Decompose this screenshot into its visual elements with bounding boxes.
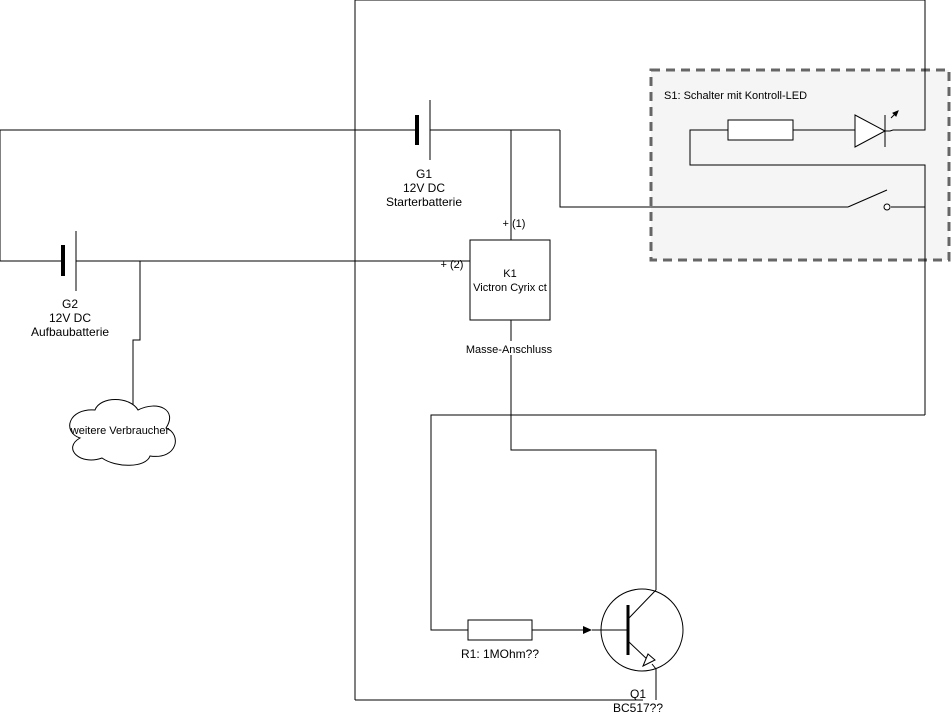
- battery-g2: G2 12V DC Aufbaubatterie: [31, 231, 109, 339]
- switch-icon: [847, 189, 891, 211]
- led-icon: [854, 110, 899, 148]
- k1-ground-label: Masse-Anschluss: [466, 344, 553, 356]
- q1-type: BC517??: [613, 701, 663, 715]
- s1-label: S1: Schalter mit Kontroll-LED: [664, 90, 807, 102]
- k1-desc: Victron Cyrix ct: [473, 282, 547, 294]
- r1-label: R1: 1MOhm??: [461, 647, 539, 661]
- g1-voltage: 12V DC: [403, 181, 445, 195]
- wires: [0, 0, 926, 701]
- g2-name: G2: [62, 297, 78, 311]
- transistor-q1: [592, 588, 684, 700]
- g2-desc: Aufbaubatterie: [31, 325, 109, 339]
- k1-name: K1: [503, 268, 516, 280]
- s1-resistor: [727, 119, 794, 141]
- g2-voltage: 12V DC: [49, 311, 91, 325]
- g1-name: G1: [416, 167, 432, 181]
- base-arrow-icon: [583, 626, 592, 634]
- g1-desc: Starterbatterie: [386, 195, 462, 209]
- battery-g1: G1 12V DC Starterbatterie: [386, 100, 462, 209]
- consumer-cloud: weitere Verbraucher: [69, 399, 176, 466]
- q1-name: Q1: [630, 687, 646, 701]
- resistor-r1: R1: 1MOhm??: [461, 619, 539, 661]
- k1-pin2-label: + (2): [441, 259, 464, 271]
- k1-pin1-label: + (1): [503, 218, 526, 230]
- cloud-label: weitere Verbraucher: [70, 425, 170, 437]
- relay-k1: K1 Victron Cyrix ct + (1) + (2) Masse-An…: [441, 218, 556, 356]
